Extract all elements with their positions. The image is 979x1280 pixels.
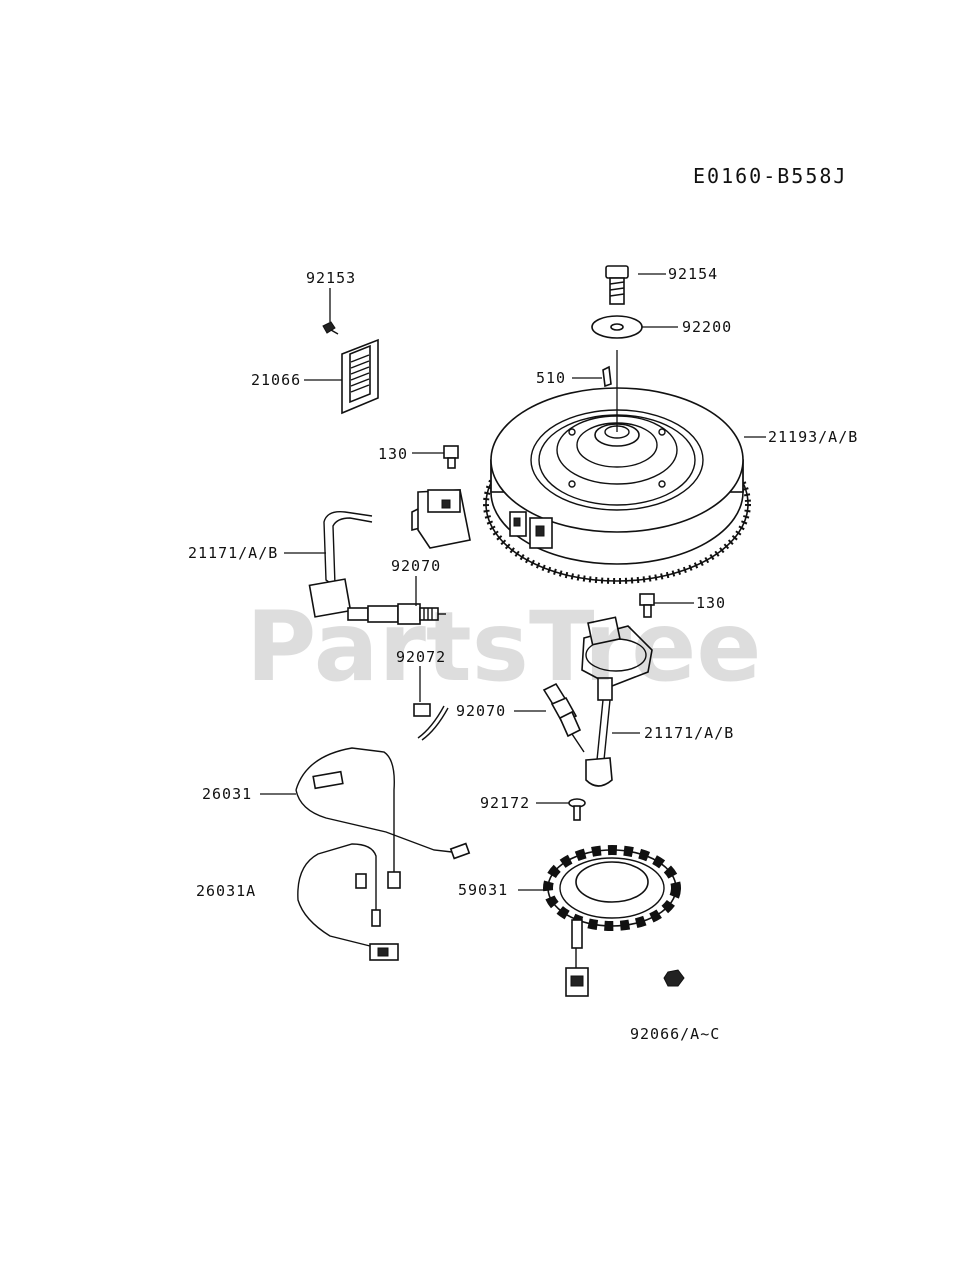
label-21193: 21193/A/B (768, 428, 858, 446)
label-26031a: 26031A (196, 882, 256, 900)
watermark: PartsTree (246, 591, 761, 703)
label-92070-left: 92070 (391, 557, 441, 575)
label-92070-right: 92070 (456, 702, 506, 720)
spark-plug-92070[interactable] (347, 603, 446, 625)
clip-92072[interactable] (413, 703, 449, 741)
wire-harness-26031[interactable] (295, 747, 471, 889)
label-21066: 21066 (251, 371, 301, 389)
regulator-21066[interactable] (341, 338, 379, 415)
bolt-92154[interactable] (605, 265, 629, 305)
label-130-upper: 130 (378, 445, 408, 463)
label-26031: 26031 (202, 785, 252, 803)
nut-92066[interactable] (663, 969, 685, 987)
spark-plug-92070-right[interactable] (542, 682, 585, 753)
label-510: 510 (536, 369, 566, 387)
flywheel-21193[interactable] (483, 387, 751, 584)
screw-92172[interactable] (568, 798, 586, 821)
key-510[interactable] (602, 365, 612, 388)
label-92066: 92066/A~C (630, 1025, 720, 1043)
leader-lines (260, 273, 766, 891)
bolt-130-upper[interactable] (443, 445, 459, 469)
label-92153: 92153 (306, 269, 356, 287)
ignition-coil-21171-left[interactable] (308, 489, 471, 618)
washer-92200[interactable] (591, 315, 643, 339)
label-21171-left: 21171/A/B (188, 544, 278, 562)
label-21171-right: 21171/A/B (644, 724, 734, 742)
label-92154: 92154 (668, 265, 718, 283)
stator-59031[interactable] (543, 845, 681, 997)
label-92172: 92172 (480, 794, 530, 812)
screw-92153[interactable] (322, 321, 339, 335)
label-59031: 59031 (458, 881, 508, 899)
wire-harness-26031a[interactable] (297, 843, 399, 961)
label-130-lower: 130 (696, 594, 726, 612)
diagram-code: E0160-B558J (693, 164, 847, 188)
label-92200: 92200 (682, 318, 732, 336)
ignition-coil-21171-right[interactable] (581, 616, 653, 787)
label-92072: 92072 (396, 648, 446, 666)
bolt-130-lower[interactable] (639, 593, 655, 618)
